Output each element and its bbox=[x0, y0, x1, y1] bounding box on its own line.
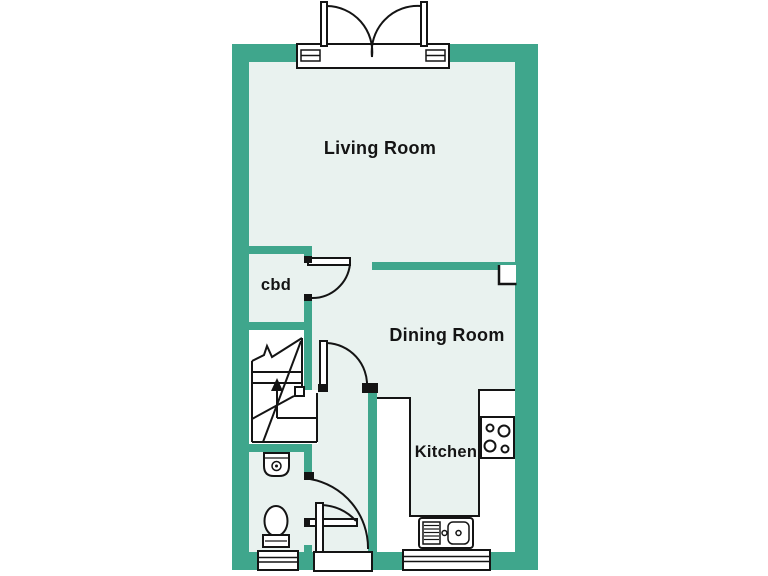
kitchen-sink-icon bbox=[418, 517, 474, 549]
cupboard-door-swing bbox=[311, 263, 351, 300]
basin-bowl bbox=[271, 460, 282, 472]
stairs-newel-post bbox=[294, 386, 305, 397]
french-doors bbox=[296, 1, 450, 69]
entrance-threshold bbox=[313, 551, 373, 572]
hob-burner bbox=[483, 439, 497, 453]
door-stop bbox=[304, 294, 312, 301]
interior-wall-wc-right-lower bbox=[304, 545, 312, 557]
sink-drainer bbox=[422, 521, 441, 545]
basin-drain bbox=[275, 464, 278, 468]
worktop-right bbox=[479, 390, 515, 552]
cupboard-door-leaf bbox=[307, 257, 351, 266]
hob-icon bbox=[480, 416, 515, 459]
room-label-cupboard: cbd bbox=[261, 276, 291, 294]
stairs-break-line bbox=[251, 337, 303, 362]
stairs-up-arrow-icon bbox=[271, 378, 283, 391]
door-stop bbox=[304, 518, 311, 527]
interior-wall-cbd-right-upper bbox=[304, 246, 312, 262]
interior-wall-cbd-bottom bbox=[249, 322, 312, 330]
radiator bbox=[497, 265, 517, 286]
interior-wall-hall-kitchen bbox=[368, 388, 377, 552]
wc-door bbox=[304, 472, 370, 550]
cupboard-door bbox=[304, 256, 351, 301]
stairs bbox=[251, 337, 318, 443]
wc-door-swing bbox=[309, 478, 370, 550]
hall-door bbox=[318, 340, 378, 393]
hob-body bbox=[480, 416, 515, 459]
worktop-edge bbox=[377, 389, 515, 517]
interior-wall-cbd-right-lower bbox=[304, 297, 312, 330]
hall-door-leaf bbox=[319, 340, 328, 389]
hob-burner bbox=[500, 444, 510, 454]
interior-wall-wc-top bbox=[249, 444, 312, 452]
toilet-bowl bbox=[263, 505, 289, 537]
hob-burner bbox=[485, 423, 495, 433]
sink-tap bbox=[441, 529, 448, 537]
door-stop bbox=[304, 472, 314, 480]
door-stop bbox=[304, 256, 312, 263]
toilet-icon bbox=[262, 505, 290, 548]
basin-icon bbox=[263, 452, 290, 477]
stairs-direction-line bbox=[262, 340, 302, 443]
interior-wall-living-dining bbox=[372, 262, 515, 270]
wc-door-leaf bbox=[308, 518, 358, 527]
kitchen-window bbox=[402, 549, 491, 571]
interior-wall-cbd-top bbox=[249, 246, 312, 254]
entrance-door bbox=[313, 502, 373, 572]
french-door-swing-right bbox=[370, 4, 422, 58]
interior-wall-wc-right-upper bbox=[304, 452, 312, 479]
hall-door-swing bbox=[326, 342, 369, 388]
stairs-winder-line bbox=[251, 395, 295, 420]
room-label-living-room: Living Room bbox=[324, 138, 436, 158]
interior-wall-stairs-hall bbox=[304, 330, 312, 390]
hob-burner bbox=[497, 424, 511, 438]
room-label-dining-room: Dining Room bbox=[389, 325, 504, 345]
room-label-kitchen: Kitchen bbox=[415, 443, 478, 461]
sink-drain bbox=[455, 529, 462, 537]
french-door-leaf-right bbox=[420, 1, 428, 47]
wc-window bbox=[257, 550, 299, 571]
french-door-leaf-left bbox=[320, 1, 328, 47]
door-stop bbox=[318, 384, 328, 392]
entrance-door-leaf bbox=[315, 502, 324, 554]
sink-bowl bbox=[447, 521, 470, 545]
door-stop bbox=[362, 383, 378, 393]
